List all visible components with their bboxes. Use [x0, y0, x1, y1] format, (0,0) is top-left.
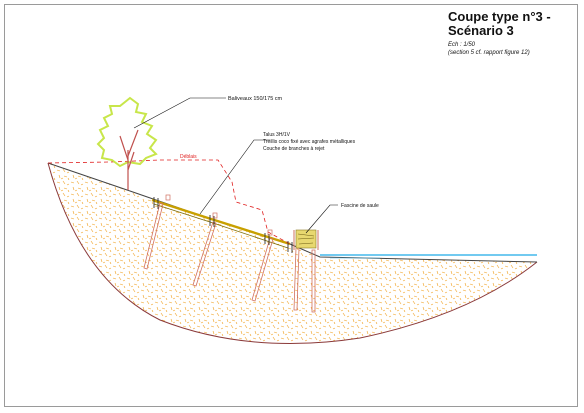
leader-fascine [305, 204, 338, 234]
stake-1 [143, 202, 164, 270]
willow-fascine [293, 229, 319, 250]
label-fascine: Fascine de saule [341, 203, 379, 209]
label-talus-line2: Treillis coco fixé avec agrafes métalliq… [263, 139, 356, 145]
title-block: Coupe type n°3 - Scénario 3 Ech : 1/50 (… [448, 10, 580, 57]
label-baliveaux: Baliveaux 150/175 cm [228, 96, 283, 102]
stake-2 [192, 221, 217, 287]
sheet-frame [4, 4, 578, 407]
label-deblais: Déblais [180, 154, 197, 160]
stake-3 [251, 237, 274, 302]
bank-curve [47, 162, 538, 345]
title-line-2: Scénario 3 [448, 23, 514, 38]
scale-text: Ech : 1/50 [448, 42, 476, 48]
leader-baliveaux [133, 97, 226, 129]
label-talus-line1: Talus 3H/1V [263, 132, 291, 138]
stake-5 [311, 249, 316, 313]
title-line-1: Coupe type n°3 - [448, 9, 551, 24]
coir-mat [151, 198, 291, 246]
deblais-line [47, 159, 291, 245]
live-stakes [143, 202, 316, 313]
stake-heads [165, 194, 273, 236]
leader-lines [133, 97, 338, 234]
reference-text: (section 5 cf. rapport figure 12) [448, 50, 530, 56]
tree-trunk [119, 129, 139, 190]
label-talus-line3: Couche de branches à rejet [263, 146, 325, 152]
leader-talus [199, 139, 270, 215]
tree-icon [96, 96, 158, 190]
soil-fill [48, 163, 537, 344]
